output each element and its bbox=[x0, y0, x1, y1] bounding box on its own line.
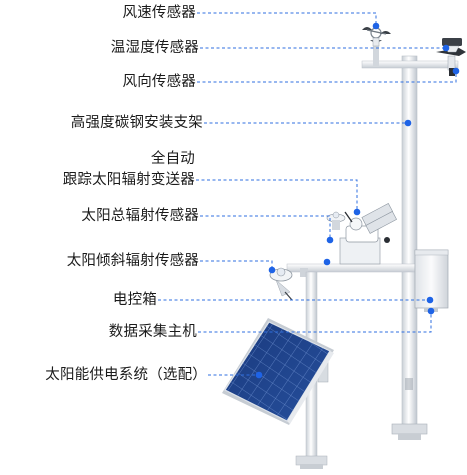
label-data-logger: 数据采集主机 bbox=[108, 324, 197, 340]
tilted-radiation-device bbox=[269, 267, 293, 301]
wind-vane-device bbox=[436, 38, 466, 76]
label-control-box: 电控箱 bbox=[112, 292, 157, 308]
top-cross-arm bbox=[361, 44, 459, 69]
anemometer-device bbox=[362, 27, 391, 47]
label-mounting-bracket: 高强度碳钢安装支架 bbox=[70, 115, 203, 131]
sun-tracker-device bbox=[326, 203, 397, 265]
solar-panel bbox=[222, 318, 334, 425]
label-wind-direction-sensor: 风向传感器 bbox=[122, 74, 196, 90]
main-pole bbox=[391, 55, 428, 440]
label-tracker-line1: 全自动 bbox=[150, 151, 195, 167]
leader-lines bbox=[158, 12, 457, 376]
leader-dots bbox=[255, 22, 460, 379]
label-wind-speed-sensor: 风速传感器 bbox=[122, 5, 196, 21]
label-tracker-line2: 跟踪太阳辐射变送器 bbox=[62, 172, 195, 188]
label-solar-power-system: 太阳能供电系统（选配） bbox=[45, 367, 207, 383]
label-tilted-radiation-sensor: 太阳倾斜辐射传感器 bbox=[66, 253, 199, 269]
label-temp-humidity-sensor: 温湿度传感器 bbox=[110, 40, 199, 56]
label-total-radiation-sensor: 太阳总辐射传感器 bbox=[81, 208, 199, 224]
